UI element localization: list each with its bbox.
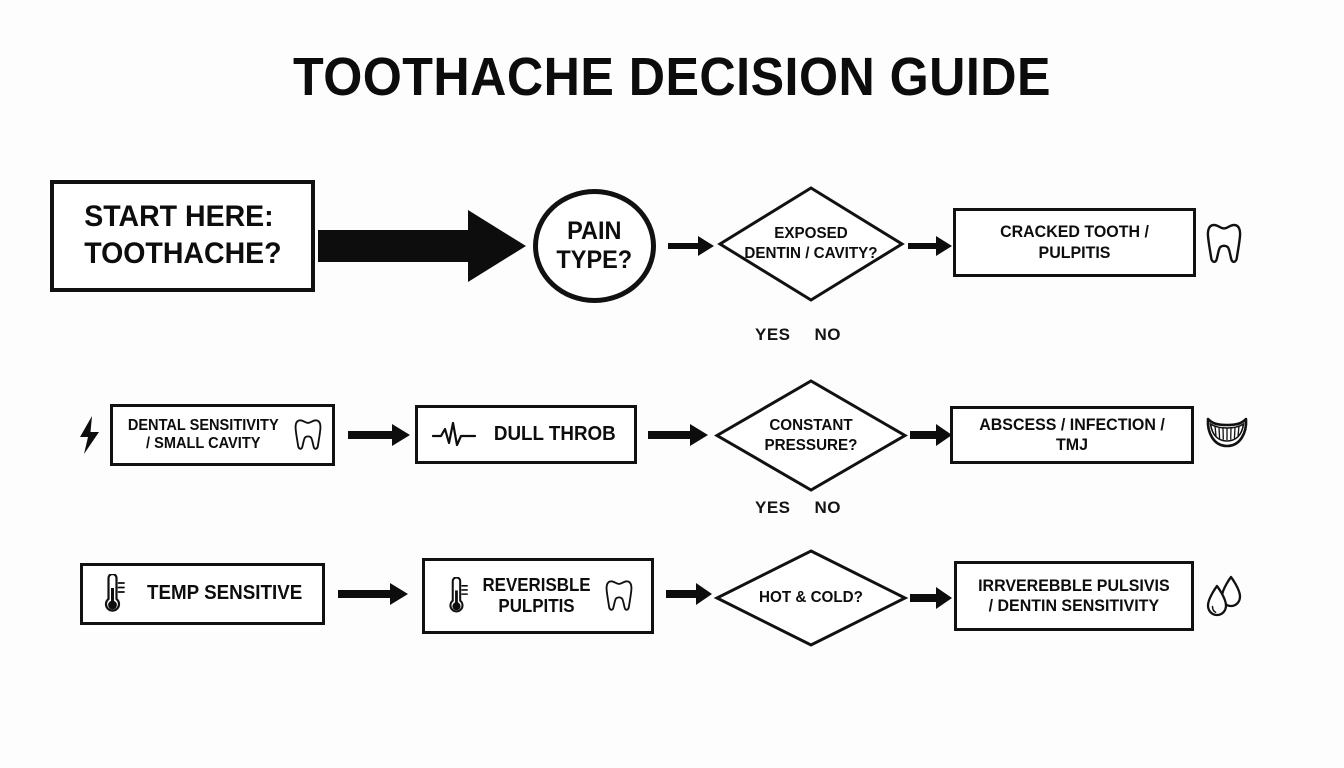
- arrow-dull-throb-to-constant-pressure: [648, 423, 710, 447]
- node-pain-type-label: PAIN TYPE?: [556, 216, 633, 275]
- node-reversible-pulpitis[interactable]: REVERISBLE PULPITIS: [422, 558, 654, 634]
- branch-label-no: NO: [814, 498, 842, 517]
- arrow-dental-sensitivity-to-dull-throb: [348, 423, 412, 447]
- node-abscess-infection-tmj[interactable]: ABSCESS / INFECTION / TMJ: [950, 406, 1194, 464]
- node-dental-sensitivity[interactable]: DENTAL SENSITIVITY / SMALL CAVITY: [110, 404, 335, 466]
- node-cracked-tooth-pulpitis[interactable]: CRACKED TOOTH / PULPITIS: [953, 208, 1196, 277]
- node-start-here-label: START HERE: TOOTHACHE?: [83, 200, 282, 270]
- node-pain-type[interactable]: PAIN TYPE?: [533, 189, 656, 303]
- arrow-start-to-paintype: [318, 208, 536, 284]
- branch-label-yes: YES: [755, 325, 791, 344]
- arrow-reversible-pulpitis-to-hot-cold: [666, 582, 714, 606]
- node-temp-sensitive-label: TEMP SENSITIVE: [146, 582, 303, 605]
- tooth-icon: [605, 579, 633, 613]
- node-irreversible-pulpitis[interactable]: IRRVEREBBLE PULSIVIS / DENTIN SENSITIVIT…: [954, 561, 1194, 631]
- node-exposed-dentin-label: EXPOSED DENTIN / CAVITY?: [744, 225, 878, 262]
- node-hot-cold-decision[interactable]: HOT & COLD?: [713, 548, 909, 648]
- dentures-icon: [1204, 413, 1250, 453]
- thermometer-icon: [98, 574, 126, 614]
- node-dental-sensitivity-label: DENTAL SENSITIVITY / SMALL CAVITY: [128, 416, 279, 452]
- arrow-constant-pressure-to-abscess: [910, 423, 954, 447]
- page-title: TOOTHACHE DECISION GUIDE: [292, 47, 1052, 107]
- node-abscess-infection-tmj-label: ABSCESS / INFECTION / TMJ: [979, 414, 1165, 454]
- branch-labels-row-1: YES NO: [755, 325, 841, 345]
- branch-label-yes: YES: [755, 498, 791, 517]
- lightning-bolt-icon: [77, 415, 103, 455]
- arrow-temp-sensitive-to-reversible-pulpitis: [338, 582, 410, 606]
- tooth-icon: [294, 418, 322, 452]
- tooth-icon: [1206, 222, 1242, 266]
- node-constant-pressure-decision[interactable]: CONSTANT PRESSURE?: [714, 378, 908, 493]
- branch-label-no: NO: [814, 325, 842, 344]
- branch-labels-row-2: YES NO: [755, 498, 841, 518]
- node-reversible-pulpitis-label: REVERISBLE PULPITIS: [482, 574, 592, 616]
- pulse-wave-icon: [432, 421, 477, 449]
- node-temp-sensitive[interactable]: TEMP SENSITIVE: [80, 563, 325, 625]
- node-irreversible-pulpitis-label: IRRVEREBBLE PULSIVIS / DENTIN SENSITIVIT…: [978, 575, 1170, 615]
- arrow-exposed-dentin-to-cracked-tooth: [908, 233, 954, 259]
- arrow-paintype-to-exposed-dentin: [668, 233, 716, 259]
- node-hot-cold-label: HOT & COLD?: [759, 589, 863, 606]
- node-cracked-tooth-pulpitis-label: CRACKED TOOTH / PULPITIS: [1000, 222, 1149, 262]
- arrow-hot-cold-to-irreversible-pulpitis: [910, 586, 954, 610]
- thermometer-icon: [443, 577, 469, 615]
- node-start-here[interactable]: START HERE: TOOTHACHE?: [50, 180, 315, 292]
- node-dull-throb-label: DULL THROB: [494, 422, 616, 445]
- node-constant-pressure-label: CONSTANT PRESSURE?: [764, 416, 858, 454]
- water-drops-icon: [1203, 575, 1247, 617]
- node-exposed-dentin-decision[interactable]: EXPOSED DENTIN / CAVITY?: [717, 185, 905, 303]
- node-dull-throb[interactable]: DULL THROB: [415, 405, 637, 464]
